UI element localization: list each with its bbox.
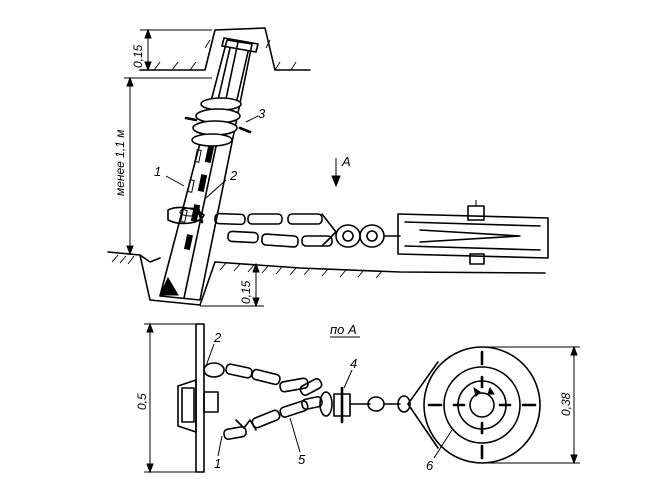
dim-top-clearance: 0,15 xyxy=(131,28,212,72)
drum-side xyxy=(397,200,549,265)
callout-plan-6: 6 xyxy=(426,458,434,473)
callout-plan-2: 2 xyxy=(213,330,222,345)
view-direction-arrow: A xyxy=(331,154,351,188)
callout-plan-4: 4 xyxy=(350,356,357,371)
callout-plan-1: 1 xyxy=(214,456,221,471)
dim-bottom-clearance: 0,15 xyxy=(200,262,264,308)
callout-1: 1 xyxy=(154,164,161,179)
callout-plan-5: 5 xyxy=(298,452,306,467)
side-elevation-view: 0,15 менее 1,1 м 0,15 A 3 xyxy=(107,27,549,308)
plan-chains xyxy=(203,362,323,441)
dim-height-label: менее 1,1 м xyxy=(113,130,127,196)
dim-top-clearance-label: 0,15 xyxy=(131,44,145,68)
clamp-collar xyxy=(184,97,252,147)
direction-label: A xyxy=(341,154,351,169)
ground-profile xyxy=(107,27,546,306)
plan-callouts: 2 1 4 5 6 xyxy=(205,330,453,473)
callout-3: 3 xyxy=(258,106,266,121)
plan-view: по А xyxy=(135,322,580,474)
dim-bottom-clearance-label: 0,15 xyxy=(239,280,253,304)
drum-plan xyxy=(407,346,541,464)
connector-rings xyxy=(335,224,401,248)
side-callouts: 3 1 2 xyxy=(154,106,266,199)
shackle xyxy=(319,386,411,424)
side-chain xyxy=(167,206,337,248)
dim-drum-diameter: 0,38 xyxy=(482,345,580,465)
dim-plate-width: 0,5 xyxy=(135,322,198,474)
callout-2: 2 xyxy=(229,168,238,183)
view-label: по А xyxy=(330,322,357,337)
dim-height: менее 1,1 м xyxy=(113,76,212,256)
dim-drum-diameter-label: 0,38 xyxy=(559,392,573,416)
base-plate xyxy=(177,323,219,473)
inclined-post xyxy=(159,37,259,301)
dim-plate-width-label: 0,5 xyxy=(135,393,149,410)
